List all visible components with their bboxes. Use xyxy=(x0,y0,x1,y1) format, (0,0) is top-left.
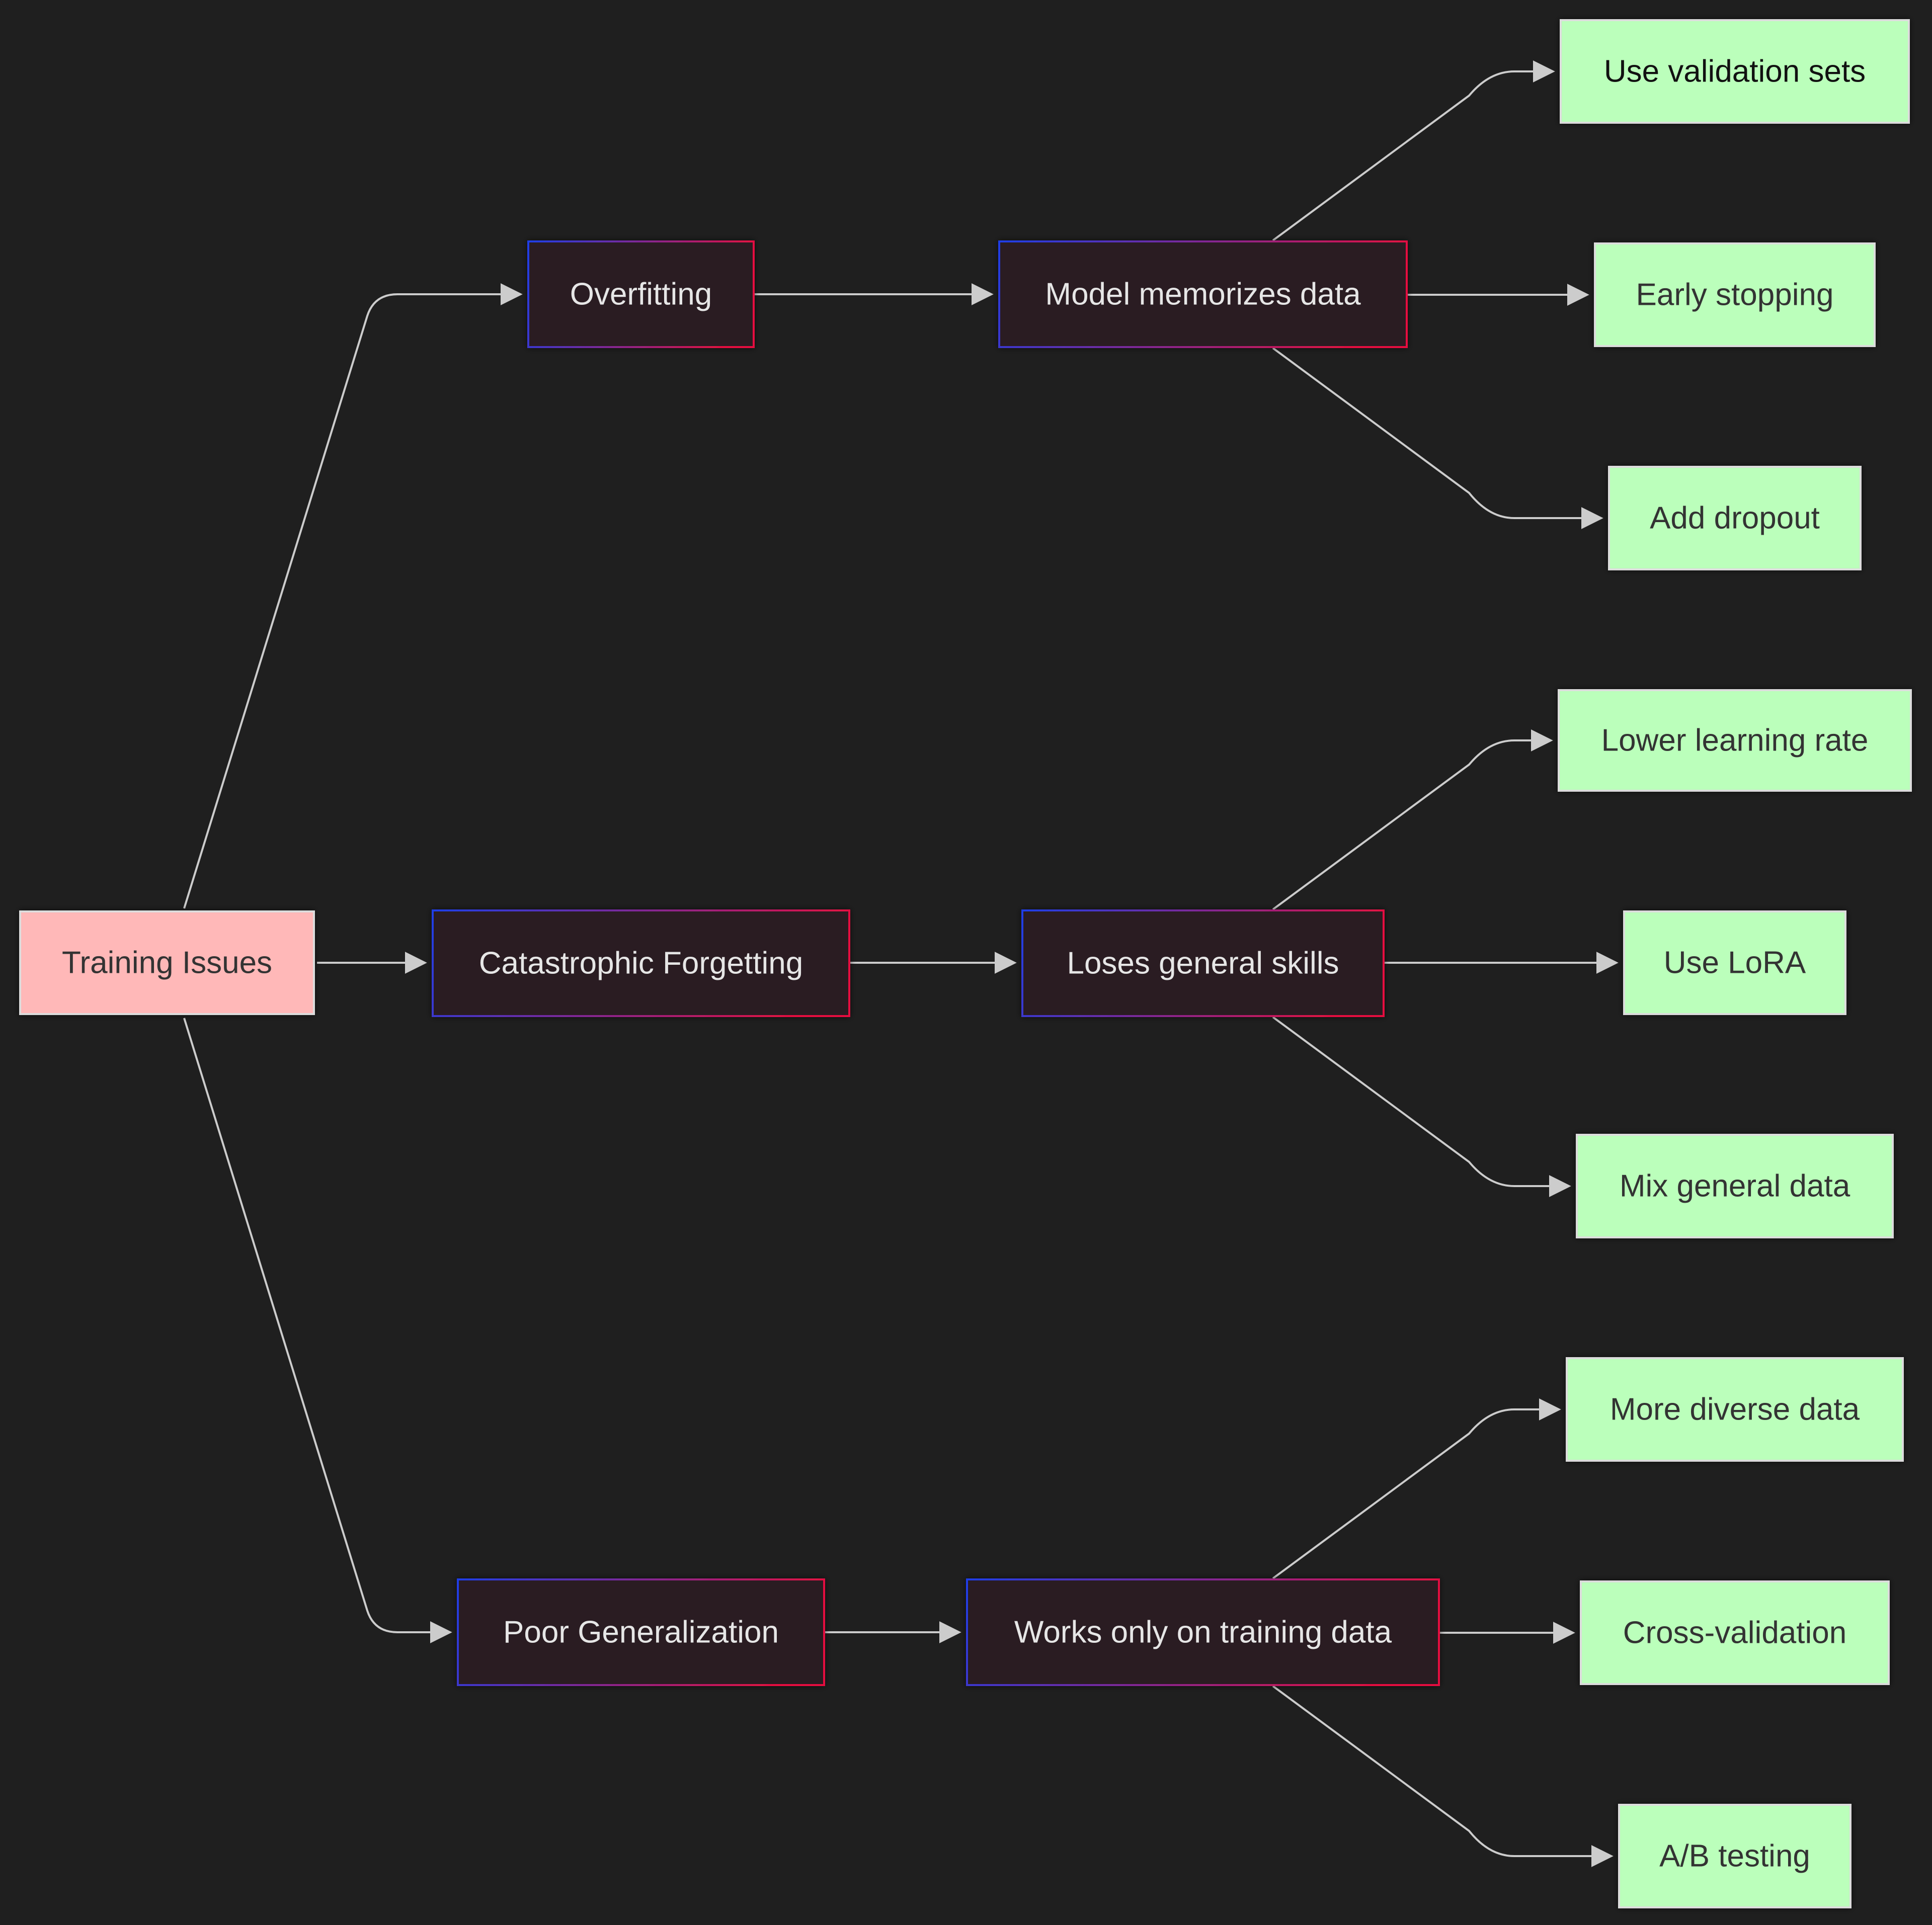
node-fix-label: More diverse data xyxy=(1610,1392,1860,1427)
node-fix-lora[interactable]: Use LoRA xyxy=(1623,910,1846,1015)
node-symptom-training-only[interactable]: Works only on training data xyxy=(966,1578,1440,1686)
edges-layer xyxy=(183,60,1619,1867)
node-issue-label: Poor Generalization xyxy=(503,1615,779,1650)
node-fix-label: Use LoRA xyxy=(1664,946,1806,980)
node-fix-mix-data[interactable]: Mix general data xyxy=(1576,1134,1894,1238)
edge-memorizes-to-dropout xyxy=(1272,347,1603,529)
node-symptom-box xyxy=(1021,909,1385,1017)
node-fix-box xyxy=(1566,1357,1904,1462)
node-symptom-loses-skills[interactable]: Loses general skills xyxy=(1021,909,1385,1017)
edge-root-to-generalization xyxy=(183,1018,452,1643)
node-symptom-box xyxy=(998,240,1408,348)
edge-loses-to-lower-lr xyxy=(1272,729,1553,910)
node-fix-box xyxy=(1618,1804,1852,1908)
node-symptom-memorizes[interactable]: Model memorizes data xyxy=(998,240,1408,348)
node-symptom-label: Model memorizes data xyxy=(1045,277,1361,312)
node-fix-box xyxy=(1576,1134,1894,1238)
node-fix-lower-lr[interactable]: Lower learning rate xyxy=(1558,689,1912,792)
node-fix-diverse-data[interactable]: More diverse data xyxy=(1566,1357,1904,1462)
node-fix-label: A/B testing xyxy=(1659,1839,1810,1874)
node-fix-box xyxy=(1580,1580,1890,1685)
node-fix-box xyxy=(1558,689,1912,792)
node-issue-catastrophic-forgetting[interactable]: Catastrophic Forgetting xyxy=(432,909,850,1017)
node-fix-box xyxy=(1623,910,1846,1015)
edge-memorizes-to-validation xyxy=(1272,60,1555,241)
node-root-label: Training Issues xyxy=(62,946,272,980)
node-fix-label: Mix general data xyxy=(1620,1169,1850,1204)
node-fix-label: Lower learning rate xyxy=(1601,723,1869,758)
node-root[interactable]: Training Issues xyxy=(19,910,315,1015)
node-fix-early-stopping[interactable]: Early stopping xyxy=(1594,242,1876,347)
node-fix-dropout[interactable]: Add dropout xyxy=(1608,466,1862,570)
node-issue-box xyxy=(432,909,850,1017)
node-issue-label: Overfitting xyxy=(570,277,712,312)
node-symptom-label: Loses general skills xyxy=(1067,946,1339,981)
edge-root-to-overfitting xyxy=(183,283,523,909)
node-issue-label: Catastrophic Forgetting xyxy=(479,946,803,981)
node-fix-box xyxy=(1560,19,1910,124)
node-issue-overfitting[interactable]: Overfitting xyxy=(527,240,755,348)
node-fix-validation-sets[interactable]: Use validation sets xyxy=(1560,19,1910,124)
node-fix-box xyxy=(1608,466,1862,570)
node-fix-ab-testing[interactable]: A/B testing xyxy=(1618,1804,1852,1908)
node-issue-box xyxy=(457,1578,825,1686)
edge-loses-to-mix xyxy=(1272,1016,1571,1197)
node-fix-box xyxy=(1594,242,1876,347)
node-issue-poor-generalization[interactable]: Poor Generalization xyxy=(457,1578,825,1686)
edge-training-to-ab xyxy=(1272,1685,1614,1867)
node-root-box xyxy=(19,910,315,1015)
node-fix-label: Add dropout xyxy=(1650,501,1820,536)
node-fix-label: Early stopping xyxy=(1636,278,1834,312)
node-fix-label: Cross-validation xyxy=(1623,1616,1847,1650)
edge-training-to-diverse xyxy=(1272,1398,1561,1579)
node-symptom-label: Works only on training data xyxy=(1014,1615,1392,1650)
node-symptom-box xyxy=(966,1578,1440,1686)
node-issue-box xyxy=(527,240,755,348)
node-fix-label: Use validation sets xyxy=(1604,54,1866,89)
node-fix-cross-validation[interactable]: Cross-validation xyxy=(1580,1580,1890,1685)
